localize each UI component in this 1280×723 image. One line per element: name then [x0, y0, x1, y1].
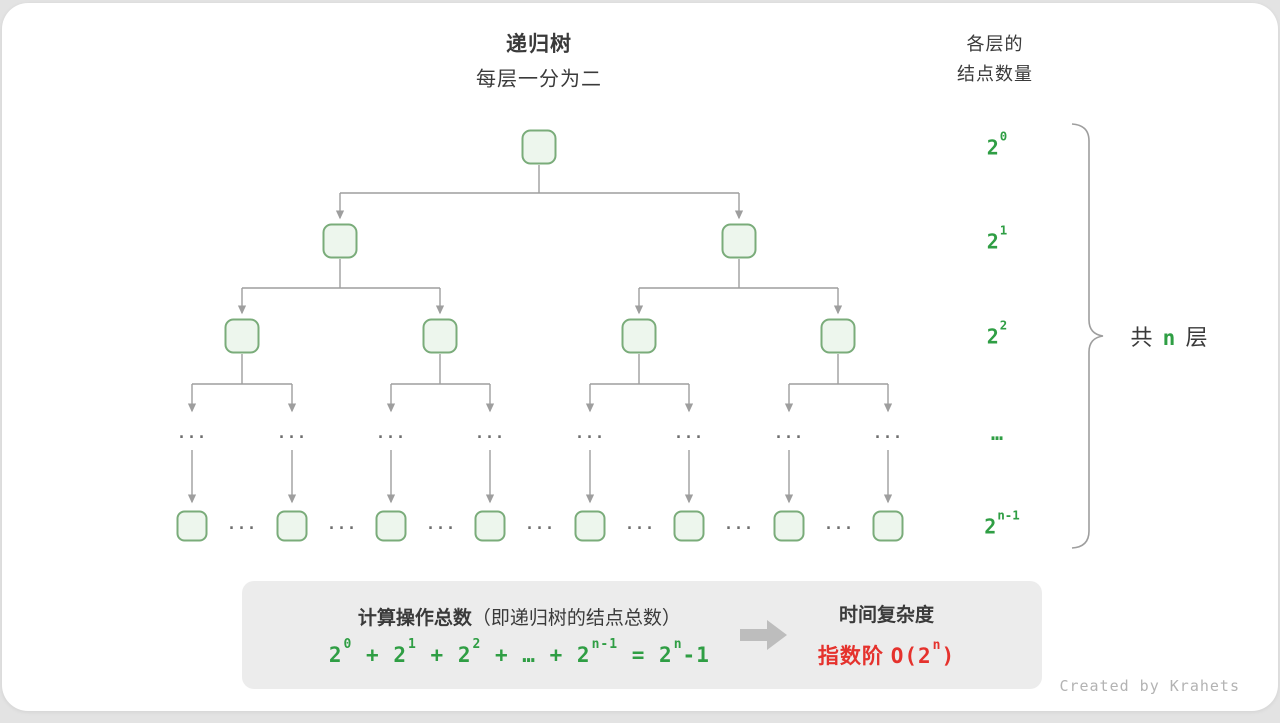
ellipsis: ...	[326, 515, 358, 533]
tree-node	[574, 510, 606, 542]
tree-node	[773, 510, 805, 542]
ellipsis: ...	[872, 424, 904, 442]
ellipsis: ...	[276, 424, 308, 442]
level-count-ellipsis: …	[990, 421, 1004, 445]
ellipsis: ...	[723, 515, 755, 533]
time-complexity-title: 时间复杂度	[838, 605, 934, 626]
tree-node	[872, 510, 904, 542]
tree-node	[322, 223, 358, 259]
tree-node	[521, 129, 557, 165]
diagram-card: 递归树 每层一分为二 各层的 结点数量	[2, 3, 1278, 711]
time-complexity-block: 时间复杂度 指数阶 O(2n)	[818, 600, 955, 670]
ellipsis: ...	[574, 424, 606, 442]
right-header-line2: 结点数量	[957, 64, 1033, 84]
level-count-1: 21	[986, 222, 1008, 254]
tree-node	[721, 223, 757, 259]
ellipsis: ...	[624, 515, 656, 533]
tree-node	[224, 318, 260, 354]
credit-text: Created by Krahets	[1059, 677, 1240, 695]
ellipsis: ...	[474, 424, 506, 442]
diagram-subtitle: 每层一分为二	[476, 68, 602, 91]
tree-node	[375, 510, 407, 542]
operations-total-block: 计算操作总数（即递归树的结点总数） 20 + 21 + 22 + … + 2n-…	[329, 603, 710, 667]
geometric-sum-formula: 20 + 21 + 22 + … + 2n-1 = 2n-1	[328, 636, 710, 668]
operations-total-title: 计算操作总数（即递归树的结点总数）	[357, 608, 681, 629]
tree-node	[422, 318, 458, 354]
ellipsis: ...	[176, 424, 208, 442]
tree-node	[621, 318, 657, 354]
level-count-last: 2n-1	[984, 507, 1020, 539]
implies-arrow-icon	[739, 620, 787, 650]
right-header-line1: 各层的	[966, 34, 1024, 54]
summary-panel: 计算操作总数（即递归树的结点总数） 20 + 21 + 22 + … + 2n-…	[242, 581, 1042, 689]
ellipsis: ...	[524, 515, 556, 533]
level-count-0: 20	[986, 128, 1008, 160]
ellipsis: ...	[425, 515, 457, 533]
tree-node	[820, 318, 856, 354]
ellipsis: ...	[823, 515, 855, 533]
tree-node	[176, 510, 208, 542]
tree-node	[474, 510, 506, 542]
total-levels-label: 共 n 层	[1130, 325, 1210, 350]
tree-edges	[187, 123, 1104, 549]
ellipsis: ...	[773, 424, 805, 442]
ellipsis: ...	[673, 424, 705, 442]
level-count-2: 22	[986, 317, 1008, 349]
tree-node	[276, 510, 308, 542]
brace	[1071, 123, 1104, 549]
diagram-title: 递归树	[506, 33, 572, 56]
ellipsis: ...	[226, 515, 258, 533]
tree-node	[673, 510, 705, 542]
complexity-value: 指数阶 O(2n)	[817, 637, 956, 669]
ellipsis: ...	[375, 424, 407, 442]
